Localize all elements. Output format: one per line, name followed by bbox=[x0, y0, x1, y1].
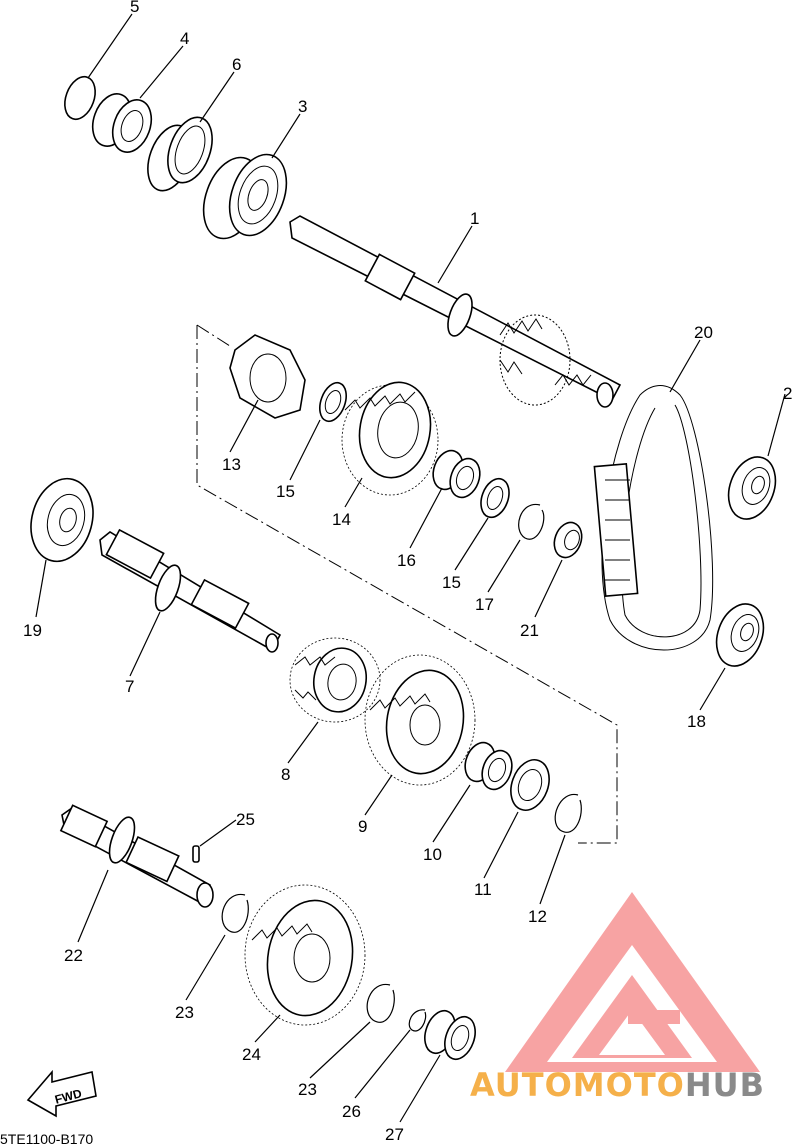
collar-6 bbox=[147, 116, 213, 192]
circlip-12 bbox=[554, 793, 582, 833]
bearing-19 bbox=[30, 477, 94, 563]
callout-1: 1 bbox=[470, 209, 479, 228]
needle-bearing-16 bbox=[432, 449, 481, 499]
callout-24: 24 bbox=[242, 1045, 261, 1064]
watermark-text: AUTOMOTOHUB bbox=[470, 1066, 765, 1104]
circlip-17 bbox=[518, 503, 545, 540]
drive-axle-7 bbox=[99, 528, 282, 653]
collar-21 bbox=[553, 521, 583, 559]
callout-11: 11 bbox=[474, 880, 492, 899]
callout-25: 25 bbox=[236, 810, 255, 829]
callout-8: 8 bbox=[281, 765, 290, 784]
gear-14 bbox=[341, 381, 439, 496]
main-axle-1 bbox=[289, 215, 622, 408]
shaft-22 bbox=[59, 804, 214, 908]
circlip-23-upper bbox=[221, 893, 249, 933]
callout-16: 16 bbox=[397, 551, 416, 570]
diagram-code: 5TE1100-B170 bbox=[0, 1131, 93, 1147]
callout-3: 3 bbox=[298, 97, 307, 116]
assembly-bracket bbox=[196, 324, 618, 844]
callout-27: 27 bbox=[385, 1125, 404, 1144]
callout-21: 21 bbox=[520, 621, 539, 640]
svg-text:AUTOMOTOHUB: AUTOMOTOHUB bbox=[470, 1066, 765, 1104]
bearing-18 bbox=[715, 603, 765, 667]
o-ring-5 bbox=[64, 75, 96, 121]
dog-clutch-13 bbox=[229, 334, 306, 419]
callout-22: 22 bbox=[64, 946, 83, 965]
gear-8 bbox=[289, 637, 381, 723]
watermark-part2: HUB bbox=[685, 1066, 765, 1104]
callout-12: 12 bbox=[528, 907, 547, 926]
callout-9: 9 bbox=[358, 817, 367, 836]
washer-15-lower bbox=[480, 477, 510, 519]
callout-17: 17 bbox=[475, 595, 494, 614]
callout-14: 14 bbox=[332, 510, 351, 529]
washer-11 bbox=[510, 759, 550, 811]
callout-15-lower: 15 bbox=[442, 573, 461, 592]
circlip-23-lower bbox=[366, 983, 395, 1023]
oil-seal-4 bbox=[91, 93, 153, 153]
needle-bearing-10 bbox=[464, 741, 513, 791]
callout-19: 19 bbox=[23, 621, 42, 640]
callout-5: 5 bbox=[130, 0, 139, 16]
gear-9 bbox=[364, 654, 476, 786]
pin-25 bbox=[192, 845, 200, 863]
bearing-3 bbox=[202, 153, 288, 240]
callout-26: 26 bbox=[342, 1102, 361, 1121]
bearing-27 bbox=[424, 1009, 476, 1061]
leader-lines bbox=[35, 13, 786, 1123]
callout-18: 18 bbox=[687, 712, 706, 731]
watermark-part1: AUTOMOTO bbox=[470, 1066, 685, 1104]
drive-chain-20 bbox=[593, 385, 714, 651]
callout-10: 10 bbox=[423, 845, 442, 864]
callout-20: 20 bbox=[694, 323, 713, 342]
callout-6: 6 bbox=[232, 55, 241, 74]
callout-13: 13 bbox=[222, 455, 241, 474]
callout-labels: 5 4 6 3 1 20 2 13 15 14 16 15 17 21 19 7… bbox=[23, 0, 792, 1144]
fwd-arrow-icon: FWD bbox=[26, 1069, 97, 1118]
gear-24 bbox=[244, 884, 366, 1026]
clip-26 bbox=[408, 1009, 427, 1032]
callout-15-upper: 15 bbox=[276, 482, 295, 501]
washer-15-upper bbox=[319, 381, 347, 423]
fwd-label: FWD bbox=[53, 1086, 83, 1107]
callout-4: 4 bbox=[180, 29, 189, 48]
callout-23-lower: 23 bbox=[298, 1080, 317, 1099]
bearing-2 bbox=[727, 456, 777, 520]
callout-2: 2 bbox=[783, 384, 792, 403]
callout-23-upper: 23 bbox=[175, 1003, 194, 1022]
callout-7: 7 bbox=[125, 677, 134, 696]
watermark-logo-icon bbox=[505, 892, 760, 1072]
